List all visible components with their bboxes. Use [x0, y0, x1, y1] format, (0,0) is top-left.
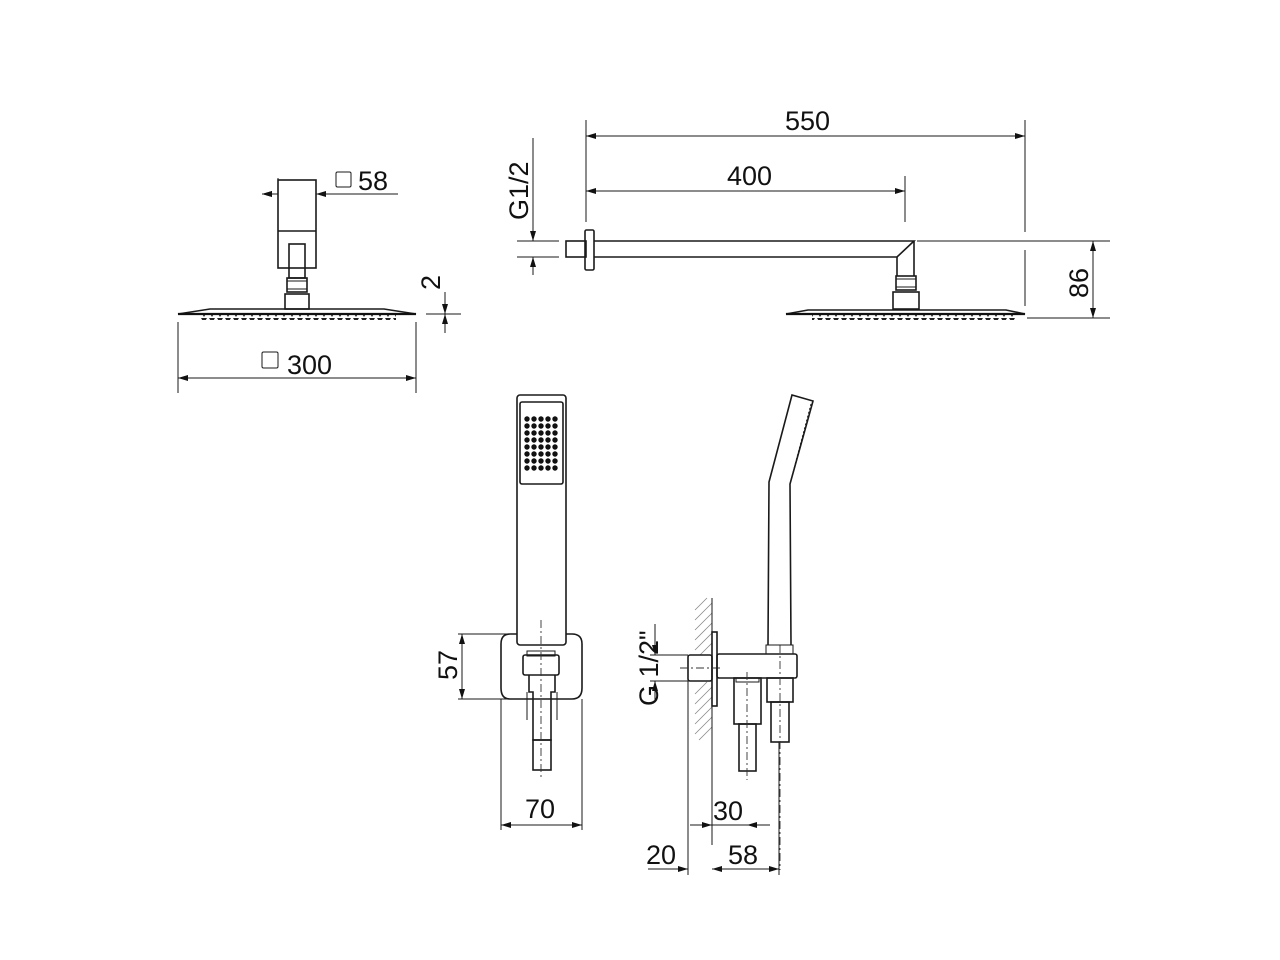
dim-g12-outlet: G 1/2"	[634, 630, 664, 706]
head-front-view: 58 300 2	[177, 166, 461, 393]
dim-400: 400	[727, 161, 772, 191]
spray-nozzles-icon	[524, 416, 558, 471]
dim-2: 2	[416, 275, 446, 290]
dim-550: 550	[785, 106, 830, 136]
square-symbol-icon	[261, 351, 279, 369]
dim-70: 70	[525, 794, 555, 824]
dim-86: 86	[1064, 268, 1094, 298]
dim-57: 57	[433, 650, 463, 680]
head-side-view: G1/2 550 400 86	[504, 106, 1110, 320]
dim-58-head: 58	[358, 166, 388, 196]
dim-58-outlet: 58	[728, 840, 758, 870]
wall-section-hatch	[694, 597, 713, 845]
dim-300: 300	[287, 350, 332, 380]
hand-shower-front-view: 57 70	[433, 394, 583, 830]
hand-shower-side-view: G 1/2" 30 20 58	[634, 394, 814, 875]
dim-20: 20	[646, 840, 676, 870]
dim-30: 30	[713, 796, 743, 826]
dim-g12-arm: G1/2	[504, 161, 534, 220]
square-symbol-icon	[335, 171, 352, 188]
